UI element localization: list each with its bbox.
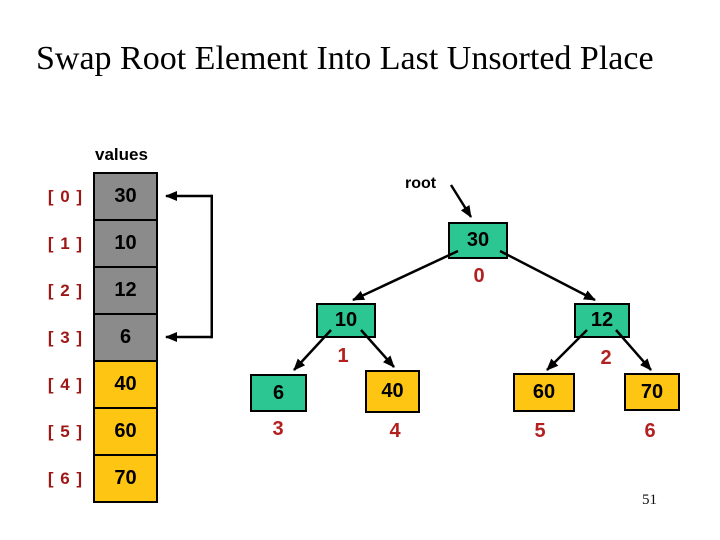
tree-node-60: 60	[513, 373, 575, 412]
array-index-3: [ 3 ]	[47, 327, 84, 347]
array-label: values	[95, 145, 148, 164]
array-row-4: [ 4 ] 40	[38, 360, 158, 409]
array-cell-0: 30	[93, 172, 158, 221]
root-label: root	[405, 175, 437, 192]
array-cell-6: 70	[93, 454, 158, 503]
tree-index-0: 0	[473, 265, 485, 287]
array-row-0: [ 0 ] 30	[38, 172, 158, 221]
tree-node-40: 40	[365, 370, 420, 413]
tree-index-4: 4	[389, 420, 401, 442]
array-index-2: [ 2 ]	[47, 280, 84, 300]
array-index-4: [ 4 ]	[47, 374, 84, 394]
edge-30-10	[352, 249, 459, 302]
page-number: 51	[642, 492, 657, 508]
tree-node-12: 12	[574, 303, 630, 338]
array-cell-2: 12	[93, 266, 158, 315]
tree-node-70: 70	[624, 373, 680, 411]
tree-index-6: 6	[644, 420, 656, 442]
tree-node-10: 10	[316, 303, 376, 338]
tree-index-5: 5	[534, 420, 546, 442]
edge-30-12	[499, 249, 596, 302]
array-row-1: [ 1 ] 10	[38, 219, 158, 268]
array-index-0: [ 0 ]	[47, 186, 84, 206]
page-title: Swap Root Element Into Last Unsorted Pla…	[36, 40, 654, 77]
array-index-6: [ 6 ]	[47, 468, 84, 488]
array-index-1: [ 1 ]	[47, 233, 84, 253]
array-cell-4: 40	[93, 360, 158, 409]
tree-index-2: 2	[600, 347, 612, 369]
tree-index-3: 3	[272, 418, 284, 440]
array-cell-5: 60	[93, 407, 158, 456]
array-row-5: [ 5 ] 60	[38, 407, 158, 456]
root-arrow	[449, 184, 473, 218]
array-row-6: [ 6 ] 70	[38, 454, 158, 503]
tree-node-30: 30	[448, 222, 508, 259]
array-cell-3: 6	[93, 313, 158, 362]
tree-index-1: 1	[337, 345, 349, 367]
array-index-5: [ 5 ]	[47, 421, 84, 441]
array-cell-1: 10	[93, 219, 158, 268]
tree-node-6: 6	[250, 374, 307, 412]
array-row-3: [ 3 ] 6	[38, 313, 158, 362]
array-row-2: [ 2 ] 12	[38, 266, 158, 315]
